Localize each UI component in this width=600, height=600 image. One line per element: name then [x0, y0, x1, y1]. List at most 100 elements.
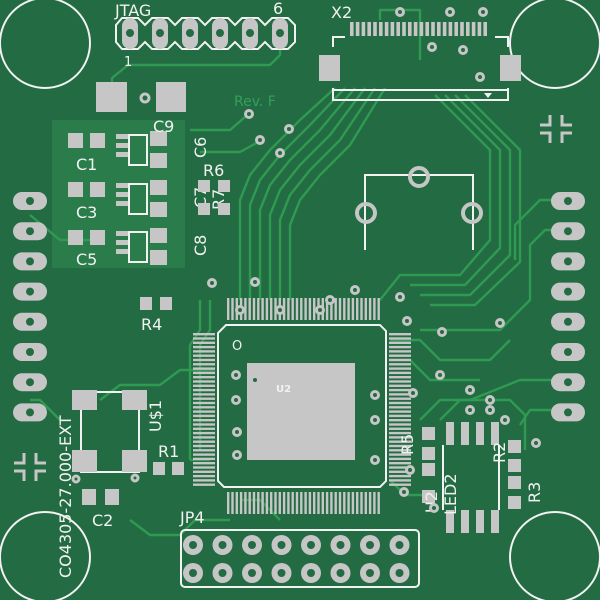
- x2-pin: [413, 22, 418, 36]
- via: [465, 385, 475, 395]
- capacitor-pad: [150, 153, 167, 168]
- via: [231, 370, 241, 380]
- u2-pin: [193, 474, 215, 478]
- via: [445, 7, 455, 17]
- u2-pin: [389, 474, 411, 478]
- u2-pin: [389, 376, 411, 379]
- u2-pin: [389, 449, 411, 452]
- smd-pad: [96, 82, 127, 112]
- capacitor-pad: [90, 133, 105, 148]
- u2-pin: [330, 492, 333, 514]
- drill-hole: [276, 29, 284, 37]
- x2-pin: [466, 22, 470, 36]
- u2-pin: [252, 492, 256, 514]
- regulator-pin: [116, 231, 128, 236]
- via: [475, 72, 485, 82]
- via: [325, 295, 335, 305]
- u2-pin: [295, 492, 299, 514]
- drill-hole: [366, 541, 374, 549]
- drill-hole: [248, 541, 256, 549]
- u2-pin: [334, 298, 337, 320]
- u2-pin: [364, 492, 367, 514]
- u2-pin: [193, 414, 215, 418]
- u2-pin: [193, 358, 215, 362]
- u2-pin: [338, 492, 342, 514]
- r1-pad: [153, 462, 165, 475]
- jtag-pin6-label: 6: [273, 0, 283, 18]
- u2-pin: [347, 298, 350, 320]
- x2-pin: [454, 22, 458, 36]
- side-pin-headers: [13, 192, 585, 422]
- c3-label: C3: [76, 203, 97, 222]
- via: [284, 124, 294, 134]
- via: [408, 388, 418, 398]
- x2-pin: [442, 22, 447, 36]
- u2-pin: [389, 440, 411, 443]
- x2-connector: X2: [319, 3, 521, 101]
- drill-hole: [26, 408, 34, 417]
- u2-pin: [389, 354, 411, 357]
- u2-pin: [389, 419, 411, 422]
- oscillator-u1: U$1 CO4305-27.000-EXT: [56, 390, 165, 578]
- u2-pin: [389, 462, 411, 465]
- u2-pin: [193, 466, 215, 469]
- x2-pin: [367, 22, 371, 36]
- u2-pin: [364, 298, 367, 320]
- via: [250, 277, 260, 287]
- revision-label: Rev. F: [234, 94, 276, 110]
- c1-label: C1: [76, 155, 97, 174]
- u2-pin: [193, 431, 215, 435]
- c9-label: C9: [153, 117, 174, 136]
- u2-pin: [334, 492, 337, 514]
- via: [255, 135, 265, 145]
- u2-pin: [265, 492, 269, 514]
- via: [315, 305, 325, 315]
- u2-pin: [389, 483, 411, 486]
- via: [531, 438, 541, 448]
- u2-pin: [248, 298, 251, 320]
- u2-pin: [389, 436, 411, 439]
- via: [232, 427, 242, 437]
- c5-label: C5: [76, 250, 97, 269]
- via: [250, 375, 260, 385]
- u2-pin: [287, 492, 290, 514]
- led2-pin: [461, 510, 469, 533]
- drill-hole: [336, 541, 345, 549]
- u2-pin: [193, 333, 215, 336]
- drill-hole: [246, 29, 254, 37]
- u2-pin: [193, 453, 215, 456]
- r4-label: R4: [141, 315, 162, 334]
- u2-pin: [193, 457, 215, 461]
- x2-pin: [361, 22, 366, 36]
- drill-hole: [564, 257, 572, 266]
- led2-pin: [476, 510, 484, 533]
- regulator-pin: [116, 192, 128, 197]
- drill-hole: [395, 569, 404, 577]
- u2-pin: [193, 440, 215, 443]
- u2-pin: [308, 492, 312, 514]
- u2-pin: [389, 388, 411, 392]
- u2-pin: [356, 492, 359, 514]
- jtag-pin1-label: 1: [124, 55, 132, 70]
- x2-pin: [350, 22, 354, 36]
- u2-pin: [193, 367, 215, 370]
- pin1-marker: O: [232, 339, 242, 354]
- x2-pin: [448, 22, 453, 36]
- u2-pin: [317, 492, 320, 514]
- u2-pin: [389, 406, 411, 409]
- regulator-pin: [116, 152, 128, 157]
- r2-label: R2: [490, 442, 509, 463]
- r3-label: R3: [525, 482, 544, 503]
- u2-pin: [261, 298, 264, 320]
- u2-pin: [193, 444, 215, 448]
- via: [427, 42, 437, 52]
- led2-pin: [476, 422, 484, 445]
- c2-label: C2: [92, 511, 113, 530]
- via: [370, 415, 380, 425]
- drill-hole: [564, 348, 572, 356]
- u2-pin: [325, 492, 329, 514]
- u2-pin: [193, 401, 215, 405]
- x2-pin: [477, 22, 482, 36]
- u2-pin: [193, 345, 215, 349]
- drill-hole: [366, 569, 374, 577]
